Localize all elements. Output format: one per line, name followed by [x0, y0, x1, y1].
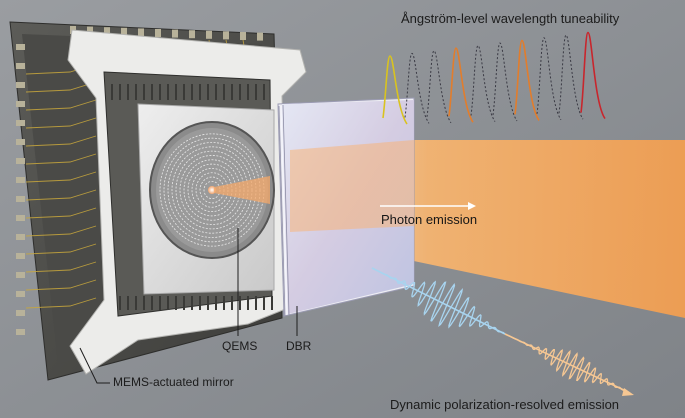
spectrum-peak [426, 50, 452, 124]
bond-pad [121, 27, 127, 36]
pcb-trace [25, 297, 97, 309]
bond-pad [189, 30, 195, 39]
bond-pad [155, 29, 161, 37]
pcb-trace [25, 171, 97, 183]
bond-pad [16, 291, 25, 297]
dbr-stack [277, 97, 415, 317]
polarization-pulses [371, 267, 634, 396]
spectrum-peak [448, 47, 474, 123]
photon-emission-label: Photon emission [381, 212, 478, 227]
photon-arrowhead [468, 202, 476, 210]
bond-pad [16, 177, 25, 183]
mems-leader-line [79, 347, 110, 384]
pcb-trace [25, 135, 97, 147]
pcb-trace [25, 117, 97, 129]
bond-pad [16, 196, 25, 202]
dynamic-polarization-label: Dynamic polarization-resolved emission [390, 397, 620, 412]
pcb-trace [25, 207, 97, 219]
bond-pad [16, 44, 25, 50]
bond-pad [257, 32, 263, 41]
bond-pad [16, 253, 25, 259]
spectrum-peak [492, 42, 518, 122]
spectrum-peak [470, 45, 496, 122]
pcb-trace [25, 261, 97, 273]
bond-pad [16, 63, 25, 69]
dot-emission-cone [214, 176, 270, 204]
pcb-trace [25, 153, 97, 165]
bond-pad [206, 30, 212, 39]
bond-pad [16, 120, 25, 126]
bond-pad [16, 139, 25, 145]
spectrum-peak [382, 55, 408, 125]
spectrum-peak [404, 52, 430, 124]
bond-pad [138, 28, 144, 37]
bond-pad [16, 310, 25, 316]
wavelength-tuneability-title: Ångström-level wavelength tuneability [401, 11, 620, 26]
pulse-arrowhead [622, 388, 634, 396]
bond-pad [87, 26, 93, 35]
bond-pad [16, 215, 25, 221]
bond-pad [16, 82, 25, 88]
polarization-pulse-input-axis [371, 267, 506, 335]
qems-label: QEMS [222, 339, 258, 353]
pcb-trace [25, 279, 97, 291]
bond-pad [16, 158, 25, 164]
dbr-label: DBR [286, 339, 312, 353]
bond-pad [172, 29, 178, 38]
polarization-pulse-output-axis [504, 333, 629, 393]
spectrum-peak [536, 37, 562, 121]
bond-pad [16, 101, 25, 107]
pcb-trace [25, 99, 97, 111]
pcb-trace [25, 189, 97, 201]
bond-pad [16, 272, 25, 278]
bond-pad [104, 27, 110, 36]
spectrum-peak [514, 39, 540, 121]
bond-pad [223, 31, 229, 40]
wavelength-spectrum [382, 31, 606, 125]
pcb-trace [25, 225, 97, 237]
pcb-trace [25, 243, 97, 255]
mems-mirror-label: MEMS-actuated mirror [113, 375, 234, 389]
bond-pad [16, 234, 25, 240]
spectrum-peak [580, 31, 606, 120]
bond-pad [240, 32, 246, 40]
bond-pad [16, 329, 25, 335]
